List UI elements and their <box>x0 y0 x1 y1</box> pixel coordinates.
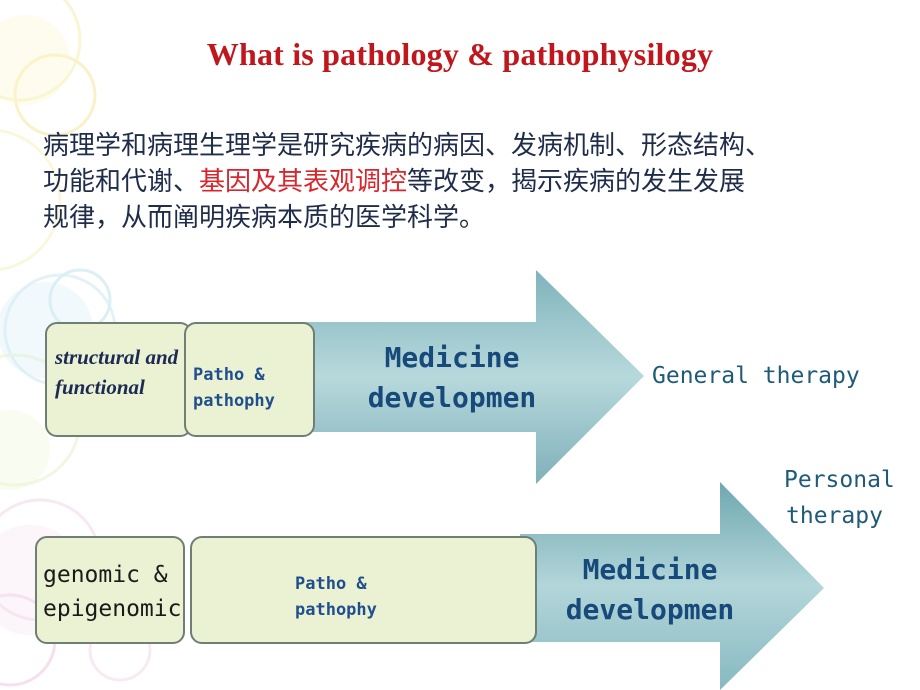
paragraph-line-3: 规律，从而阐明疾病本质的医学科学。 <box>43 203 486 233</box>
general-therapy-label: General therapy <box>652 363 860 389</box>
genomic-epigenomic-box: genomic & epigenomic <box>35 536 185 644</box>
slide-title: What is pathology & pathophysilogy <box>206 36 714 72</box>
patho-box-2-line-2: pathophy <box>295 600 377 620</box>
personal-therapy-line-1: Personal <box>784 467 895 493</box>
paragraph-highlight: 基因及其表观调控 <box>199 167 408 197</box>
structural-label-line-1: structural and <box>55 345 179 369</box>
patho-box-1: Patho & pathophy <box>184 322 315 437</box>
personal-therapy-line-2: therapy <box>786 503 883 529</box>
genomic-label: genomic & epigenomic <box>43 558 181 626</box>
arrow-2-label: Medicine developmen <box>545 550 755 630</box>
arrow-1-label: Medicine developmen <box>330 338 574 418</box>
arrow-1-line-1: Medicine <box>384 341 520 374</box>
development-arrow-1 <box>300 270 644 484</box>
patho-box-2-label: Patho & pathophy <box>295 571 377 623</box>
paragraph-line-2-end: 等改变，揭示疾病的发生发展 <box>407 167 746 197</box>
structural-label-line-2: functional <box>55 375 145 399</box>
paragraph-line-2: 功能和代谢、基因及其表观调控等改变，揭示疾病的发生发展 <box>43 164 903 200</box>
paragraph-line-1: 病理学和病理生理学是研究疾病的病因、发病机制、形态结构、 <box>43 131 772 161</box>
development-arrow-2 <box>520 482 824 690</box>
patho-box-1-label: Patho & pathophy <box>193 362 275 414</box>
patho-box-2: Patho & pathophy <box>190 536 537 644</box>
arrow-2-line-1: Medicine <box>582 553 718 586</box>
genomic-label-line-2: epigenomic <box>43 596 182 622</box>
paragraph-line-2-start: 功能和代谢、 <box>43 167 200 197</box>
definition-paragraph: 病理学和病理生理学是研究疾病的病因、发病机制、形态结构、 功能和代谢、基因及其表… <box>43 128 903 236</box>
patho-box-2-line-1: Patho & <box>295 574 367 594</box>
personal-therapy-label: Personal therapy <box>784 462 895 534</box>
genomic-label-line-1: genomic & <box>43 562 168 588</box>
structural-functional-label: structural and functional <box>55 342 178 402</box>
patho-box-1-line-1: Patho & <box>193 365 265 385</box>
patho-box-1-line-2: pathophy <box>193 391 275 411</box>
structural-functional-box: structural and functional <box>45 322 192 437</box>
arrow-1-line-2: developmen <box>367 381 537 414</box>
arrow-2-line-2: developmen <box>565 593 735 626</box>
